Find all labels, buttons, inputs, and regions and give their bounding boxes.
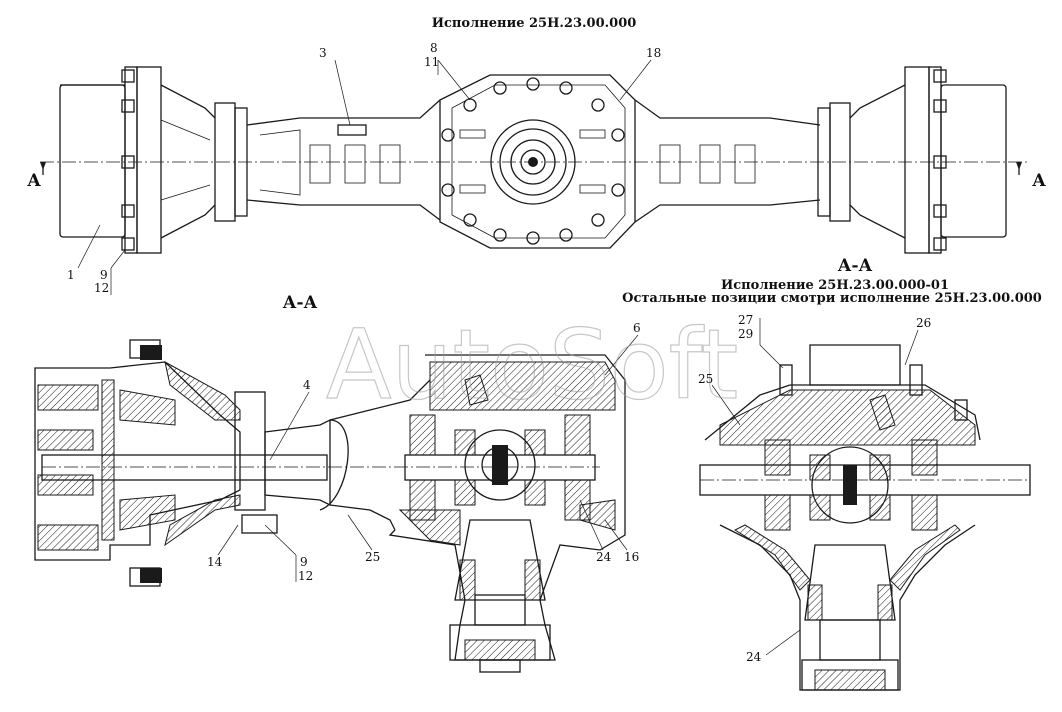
callout-27: 27	[738, 313, 753, 327]
top-leaders	[77, 59, 652, 295]
callout-1: 1	[67, 268, 75, 282]
callout-14: 14	[207, 555, 223, 569]
callout-24-right: 24	[746, 650, 762, 664]
section-arrow-right: А	[1032, 171, 1046, 191]
section-label-right: А-А	[838, 256, 873, 276]
callout-11: 11	[424, 55, 439, 69]
callout-4: 4	[303, 378, 311, 392]
callout-8: 8	[430, 41, 438, 55]
left-section-view	[34, 339, 626, 673]
callout-26: 26	[916, 316, 931, 330]
callout-12-left: 12	[298, 569, 313, 583]
callout-25-left: 25	[365, 550, 380, 564]
callout-12-top: 12	[94, 281, 109, 295]
title-right-line2: Остальные позиции смотри исполнение 25Н.…	[622, 291, 1042, 306]
callout-3: 3	[319, 46, 327, 60]
callout-24-left: 24	[596, 550, 612, 564]
title-top: Исполнение 25Н.23.00.000	[432, 16, 637, 31]
callout-25-right: 25	[698, 372, 713, 386]
top-view-axle	[40, 66, 1030, 254]
title-right-line1: Исполнение 25Н.23.00.000-01	[721, 278, 949, 293]
section-arrow-left: А	[27, 171, 41, 191]
callout-18: 18	[646, 46, 661, 60]
right-leaders	[711, 318, 919, 656]
callout-6: 6	[633, 321, 641, 335]
callout-16: 16	[624, 550, 639, 564]
left-leaders	[217, 334, 639, 582]
callout-9-top: 9	[100, 268, 108, 282]
callout-9-left: 9	[300, 555, 308, 569]
watermark: AutoSoft	[326, 309, 738, 421]
section-label-left: А-А	[283, 293, 318, 313]
callout-29: 29	[738, 327, 753, 341]
right-section-view	[699, 344, 1031, 691]
